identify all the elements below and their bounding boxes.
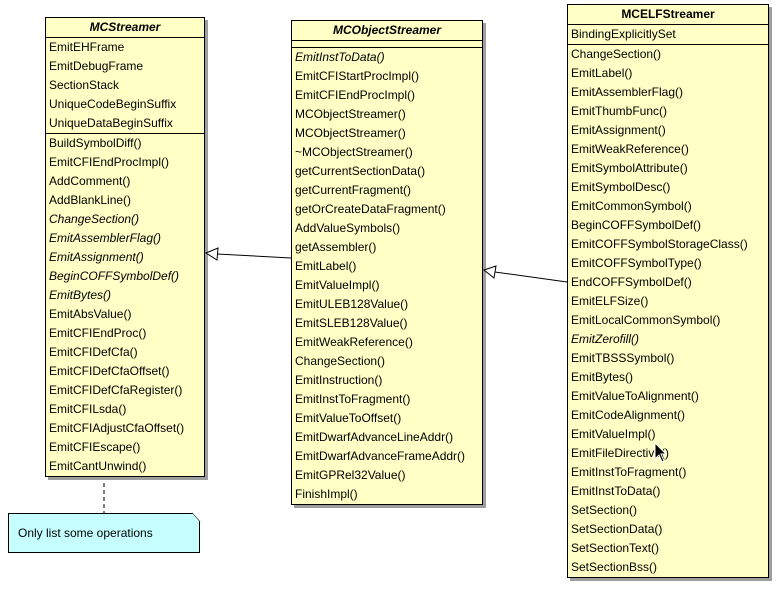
class-operation[interactable]: EmitInstToFragment()	[295, 392, 411, 406]
class-operation[interactable]: EmitValueToOffset()	[295, 411, 402, 425]
class-operation[interactable]: EmitInstToFragment()	[571, 465, 687, 479]
class-operation[interactable]: EmitInstToData()	[295, 50, 385, 64]
class-operation[interactable]: EmitWeakReference()	[295, 335, 413, 349]
class-attribute[interactable]: SectionStack	[49, 78, 120, 92]
class-operation[interactable]: EmitCOFFSymbolStorageClass()	[571, 237, 748, 251]
class-operation[interactable]: EmitZerofill()	[571, 332, 639, 346]
class-operation[interactable]: AddValueSymbols()	[295, 221, 401, 235]
class-operation[interactable]: EmitULEB128Value()	[295, 297, 409, 311]
class-operation[interactable]: EmitBytes()	[49, 288, 112, 302]
class-operation[interactable]: EmitAssignment()	[49, 250, 144, 264]
generalization-mcobjectstreamer-to-mcstreamer	[204, 247, 292, 261]
class-operation[interactable]: AddComment()	[49, 174, 131, 188]
class-operation[interactable]: EmitCantUnwind()	[49, 459, 147, 473]
class-operation[interactable]: EmitLabel()	[571, 66, 633, 80]
class-operation[interactable]: EmitCFIEscape()	[49, 440, 141, 454]
operations-section: ChangeSection() EmitLabel() EmitAssemblerF…	[568, 45, 768, 577]
class-operation[interactable]: EmitELFSize()	[571, 294, 649, 308]
generalization-mcelfstreamer-to-mcobjectstreamer	[482, 265, 568, 283]
class-attribute[interactable]: UniqueCodeBeginSuffix	[49, 97, 177, 111]
class-operation[interactable]: EmitCommonSymbol()	[571, 199, 692, 213]
class-operation[interactable]: EmitGPRel32Value()	[295, 468, 406, 482]
class-operation[interactable]: EmitCodeAlignment()	[571, 408, 686, 422]
class-operation[interactable]: EmitInstruction()	[295, 373, 383, 387]
class-operation[interactable]: EmitCFIDefCfa()	[49, 345, 138, 359]
class-attribute[interactable]: UniqueDataBeginSuffix	[49, 116, 173, 130]
class-operation[interactable]: EmitSymbolAttribute()	[571, 161, 688, 175]
class-operation[interactable]: EmitCFIEndProcImpl()	[49, 155, 170, 169]
class-operation[interactable]: getCurrentFragment()	[295, 183, 412, 197]
class-operation[interactable]: EmitBytes()	[571, 370, 634, 384]
class-operation[interactable]: EmitAssemblerFlag()	[49, 231, 162, 245]
class-operation[interactable]: ChangeSection()	[571, 47, 662, 61]
class-mcobjectstreamer[interactable]: MCObjectStreamer EmitInstToData() EmitCFI…	[291, 20, 483, 505]
class-operation[interactable]: BeginCOFFSymbolDef()	[49, 269, 180, 283]
class-operation[interactable]: EmitCFIDefCfaRegister()	[49, 383, 183, 397]
class-operation[interactable]: EmitCFIAdjustCfaOffset()	[49, 421, 185, 435]
class-operation[interactable]: BuildSymbolDiff()	[49, 136, 142, 150]
class-attribute[interactable]: EmitDebugFrame	[49, 59, 144, 73]
class-operation[interactable]: MCObjectStreamer()	[295, 126, 406, 140]
class-attribute[interactable]: BindingExplicitlySet	[571, 27, 676, 41]
class-operation[interactable]: getAssembler()	[295, 240, 377, 254]
class-operation[interactable]: EmitAbsValue()	[49, 307, 132, 321]
class-mcelfstreamer[interactable]: MCELFStreamer BindingExplicitlySet Chang…	[567, 4, 769, 578]
class-operation[interactable]: EmitDwarfAdvanceLineAddr()	[295, 430, 454, 444]
class-operation[interactable]: EmitWeakReference()	[571, 142, 689, 156]
attributes-section	[292, 41, 482, 48]
class-title: MCObjectStreamer	[292, 21, 482, 41]
class-operation[interactable]: BeginCOFFSymbolDef()	[571, 218, 702, 232]
class-operation[interactable]: EmitCFIDefCfaOffset()	[49, 364, 170, 378]
class-operation[interactable]: EmitInstToData()	[571, 484, 661, 498]
class-operation[interactable]: MCObjectStreamer()	[295, 107, 406, 121]
class-operation[interactable]: SetSection()	[571, 503, 638, 517]
attributes-section: BindingExplicitlySet	[568, 25, 768, 45]
class-attribute[interactable]: EmitEHFrame	[49, 40, 125, 54]
class-operation[interactable]: SetSectionText()	[571, 541, 660, 555]
class-operation[interactable]: FinishImpl()	[295, 487, 358, 501]
class-operation[interactable]: EmitLabel()	[295, 259, 357, 273]
class-title: MCStreamer	[46, 18, 204, 38]
class-operation[interactable]: EmitCFIEndProcImpl()	[295, 88, 416, 102]
note-text: Only list some operations	[18, 526, 153, 540]
class-operation[interactable]: getCurrentSectionData()	[295, 164, 426, 178]
class-operation[interactable]: EmitAssignment()	[571, 123, 666, 137]
class-operation[interactable]: SetSectionBss()	[571, 560, 658, 574]
class-operation[interactable]: EmitValueImpl()	[571, 427, 656, 441]
class-operation[interactable]: ~MCObjectStreamer()	[295, 145, 413, 159]
class-operation[interactable]: EmitSymbolDesc()	[571, 180, 671, 194]
class-operation[interactable]: EmitFileDirective()	[571, 446, 670, 460]
class-operation[interactable]: ChangeSection()	[295, 354, 386, 368]
class-operation[interactable]: EmitCFILsda()	[49, 402, 127, 416]
class-operation[interactable]: EmitCFIEndProc()	[49, 326, 147, 340]
class-operation[interactable]: EmitTBSSSymbol()	[571, 351, 675, 365]
class-operation[interactable]: EmitCOFFSymbolType()	[571, 256, 702, 270]
class-operation[interactable]: EndCOFFSymbolDef()	[571, 275, 692, 289]
class-operation[interactable]: EmitLocalCommonSymbol()	[571, 313, 721, 327]
class-title: MCELFStreamer	[568, 5, 768, 25]
class-operation[interactable]: SetSectionData()	[571, 522, 663, 536]
class-operation[interactable]: EmitSLEB128Value()	[295, 316, 408, 330]
class-operation[interactable]: EmitDwarfAdvanceFrameAddr()	[295, 449, 466, 463]
operations-section: BuildSymbolDiff() EmitCFIEndProcImpl() Add…	[46, 134, 204, 476]
class-operation[interactable]: EmitValueImpl()	[295, 278, 380, 292]
operations-section: EmitInstToData() EmitCFIStartProcImpl() Em…	[292, 48, 482, 504]
class-operation[interactable]: EmitThumbFunc()	[571, 104, 668, 118]
class-operation[interactable]: EmitValueToAlignment()	[571, 389, 699, 403]
class-operation[interactable]: AddBlankLine()	[49, 193, 132, 207]
class-operation[interactable]: EmitCFIStartProcImpl()	[295, 69, 420, 83]
note-only-list-some-operations[interactable]: Only list some operations	[8, 513, 200, 553]
class-operation[interactable]: getOrCreateDataFragment()	[295, 202, 446, 216]
class-operation[interactable]: EmitAssemblerFlag()	[571, 85, 684, 99]
class-operation[interactable]: ChangeSection()	[49, 212, 140, 226]
